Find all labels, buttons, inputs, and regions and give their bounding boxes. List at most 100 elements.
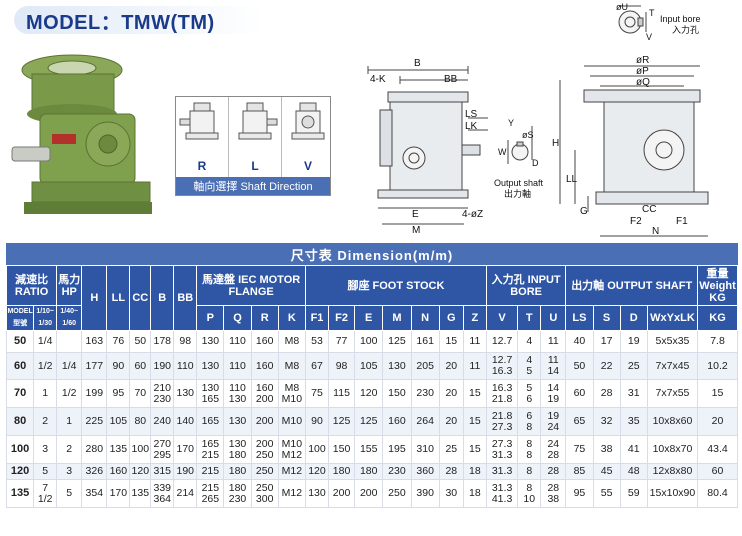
table-cell: 20 — [697, 407, 738, 436]
th-foot-f2: F2 — [327, 305, 356, 331]
gearbox-photo — [11, 54, 152, 214]
dim-ls: LS — [465, 109, 478, 120]
table-cell: 80 — [129, 407, 152, 436]
th-motor-p: P — [196, 305, 225, 331]
table-cell: 20 — [438, 407, 464, 436]
table-cell: 225 — [81, 407, 108, 436]
th-output-wxyxlk: WxYxLK — [646, 305, 699, 331]
table-cell: 315 — [150, 463, 175, 480]
table-cell: 75 — [565, 435, 594, 464]
table-cell: 360 — [410, 463, 440, 480]
th-h: H — [81, 265, 108, 331]
table-cell: 20 — [438, 379, 464, 408]
table-cell: 160 200 — [250, 379, 279, 408]
table-cell: 170 — [106, 479, 131, 508]
output-shaft-detail — [507, 126, 533, 164]
model-cell: 50 — [5, 330, 35, 353]
table-cell: 31 — [619, 379, 648, 408]
dim-r: øR — [636, 55, 649, 66]
table-cell: 4 5 — [517, 352, 542, 380]
table-cell: M8 M10 — [277, 379, 306, 408]
table-cell: 310 — [410, 435, 440, 464]
table-cell: 25 — [438, 435, 464, 464]
table-cell: 10x8x70 — [646, 435, 699, 464]
table-cell: 190 — [173, 463, 198, 480]
dim-w: W — [498, 147, 507, 157]
table-cell: 15x10x90 — [646, 479, 699, 508]
table-cell: 60 — [697, 463, 738, 480]
front-view-drawing — [559, 65, 709, 237]
table-cell: 60 — [565, 379, 594, 408]
table-cell: 1 — [56, 407, 83, 436]
table-cell: 1/2 — [56, 379, 83, 408]
table-cell: 31.3 — [485, 463, 519, 480]
th-b: B — [150, 265, 175, 331]
table-cell: 200 — [250, 407, 279, 436]
table-cell: 326 — [81, 463, 108, 480]
dimension-banner: 尺寸表 Dimension(m/m) — [6, 243, 738, 265]
th-output-d: D — [619, 305, 648, 331]
dim-ll: LL — [566, 174, 578, 185]
table-cell: 200 — [354, 479, 384, 508]
table-cell: 230 — [410, 379, 440, 408]
input-bore-label: Input bore — [660, 14, 701, 24]
table-cell: 59 — [619, 479, 648, 508]
table-cell: 130 — [382, 352, 412, 380]
gearbox-r-icon — [179, 102, 219, 140]
th-motor-q: Q — [223, 305, 252, 331]
input-bore-label-cn: 入力孔 — [672, 24, 699, 35]
table-cell: 12x8x80 — [646, 463, 699, 480]
table-cell: 195 — [382, 435, 412, 464]
table-cell: 130 — [173, 379, 198, 408]
table-cell: 50 — [129, 330, 152, 353]
table-cell: 8 — [517, 463, 542, 480]
table-cell: 12.7 — [485, 330, 519, 353]
table-cell: 24 28 — [540, 435, 567, 464]
table-cell: 7.8 — [697, 330, 738, 353]
table-cell: 15 — [438, 330, 464, 353]
table-cell: 11 14 — [540, 352, 567, 380]
table-cell: 205 — [410, 352, 440, 380]
model-cell: 70 — [5, 379, 35, 408]
table-cell: 215 265 — [196, 479, 225, 508]
table-cell: 30 — [438, 479, 464, 508]
table-cell: 100 — [354, 330, 384, 353]
dim-g: G — [580, 206, 588, 217]
table-cell: 5 — [33, 463, 58, 480]
table-cell: 3 — [33, 435, 58, 464]
table-cell: 53 — [304, 330, 329, 353]
th-input-t: T — [517, 305, 542, 331]
table-cell: 95 — [106, 379, 131, 408]
table-cell: 19 24 — [540, 407, 567, 436]
table-cell: 178 — [150, 330, 175, 353]
table-cell: 11 — [540, 330, 567, 353]
dimension-table: 減速比 RATIO 馬力 HP H LL CC B BB 馬達盤 IEC MOT… — [5, 265, 738, 508]
table-cell: 170 — [173, 435, 198, 464]
table-cell: 130 165 — [196, 379, 225, 408]
table-cell: 5 — [56, 479, 83, 508]
shaft-label-r: R — [197, 159, 207, 173]
table-cell: 180 230 — [223, 479, 252, 508]
table-cell: 250 — [250, 463, 279, 480]
model-cell: 120 — [5, 463, 35, 480]
table-cell: 45 — [592, 463, 621, 480]
table-cell: 7x7x55 — [646, 379, 699, 408]
table-cell: 90 — [106, 352, 131, 380]
shaft-label-v: V — [303, 159, 312, 173]
table-cell: 354 — [81, 479, 108, 508]
dim-d: D — [532, 158, 539, 168]
table-cell: 125 — [354, 407, 384, 436]
th-model: MODEL 型號 — [5, 305, 35, 331]
table-cell: 120 — [304, 463, 329, 480]
table-cell: 180 — [327, 463, 356, 480]
dim-cc: CC — [642, 204, 656, 215]
table-cell: 28 — [540, 463, 567, 480]
th-ratio-1: 1/10~ 1/30 — [33, 305, 58, 331]
th-motor-r: R — [250, 305, 279, 331]
table-cell: 150 — [327, 435, 356, 464]
th-hp: 馬力 HP — [56, 265, 83, 306]
dim-t: T — [649, 8, 655, 18]
